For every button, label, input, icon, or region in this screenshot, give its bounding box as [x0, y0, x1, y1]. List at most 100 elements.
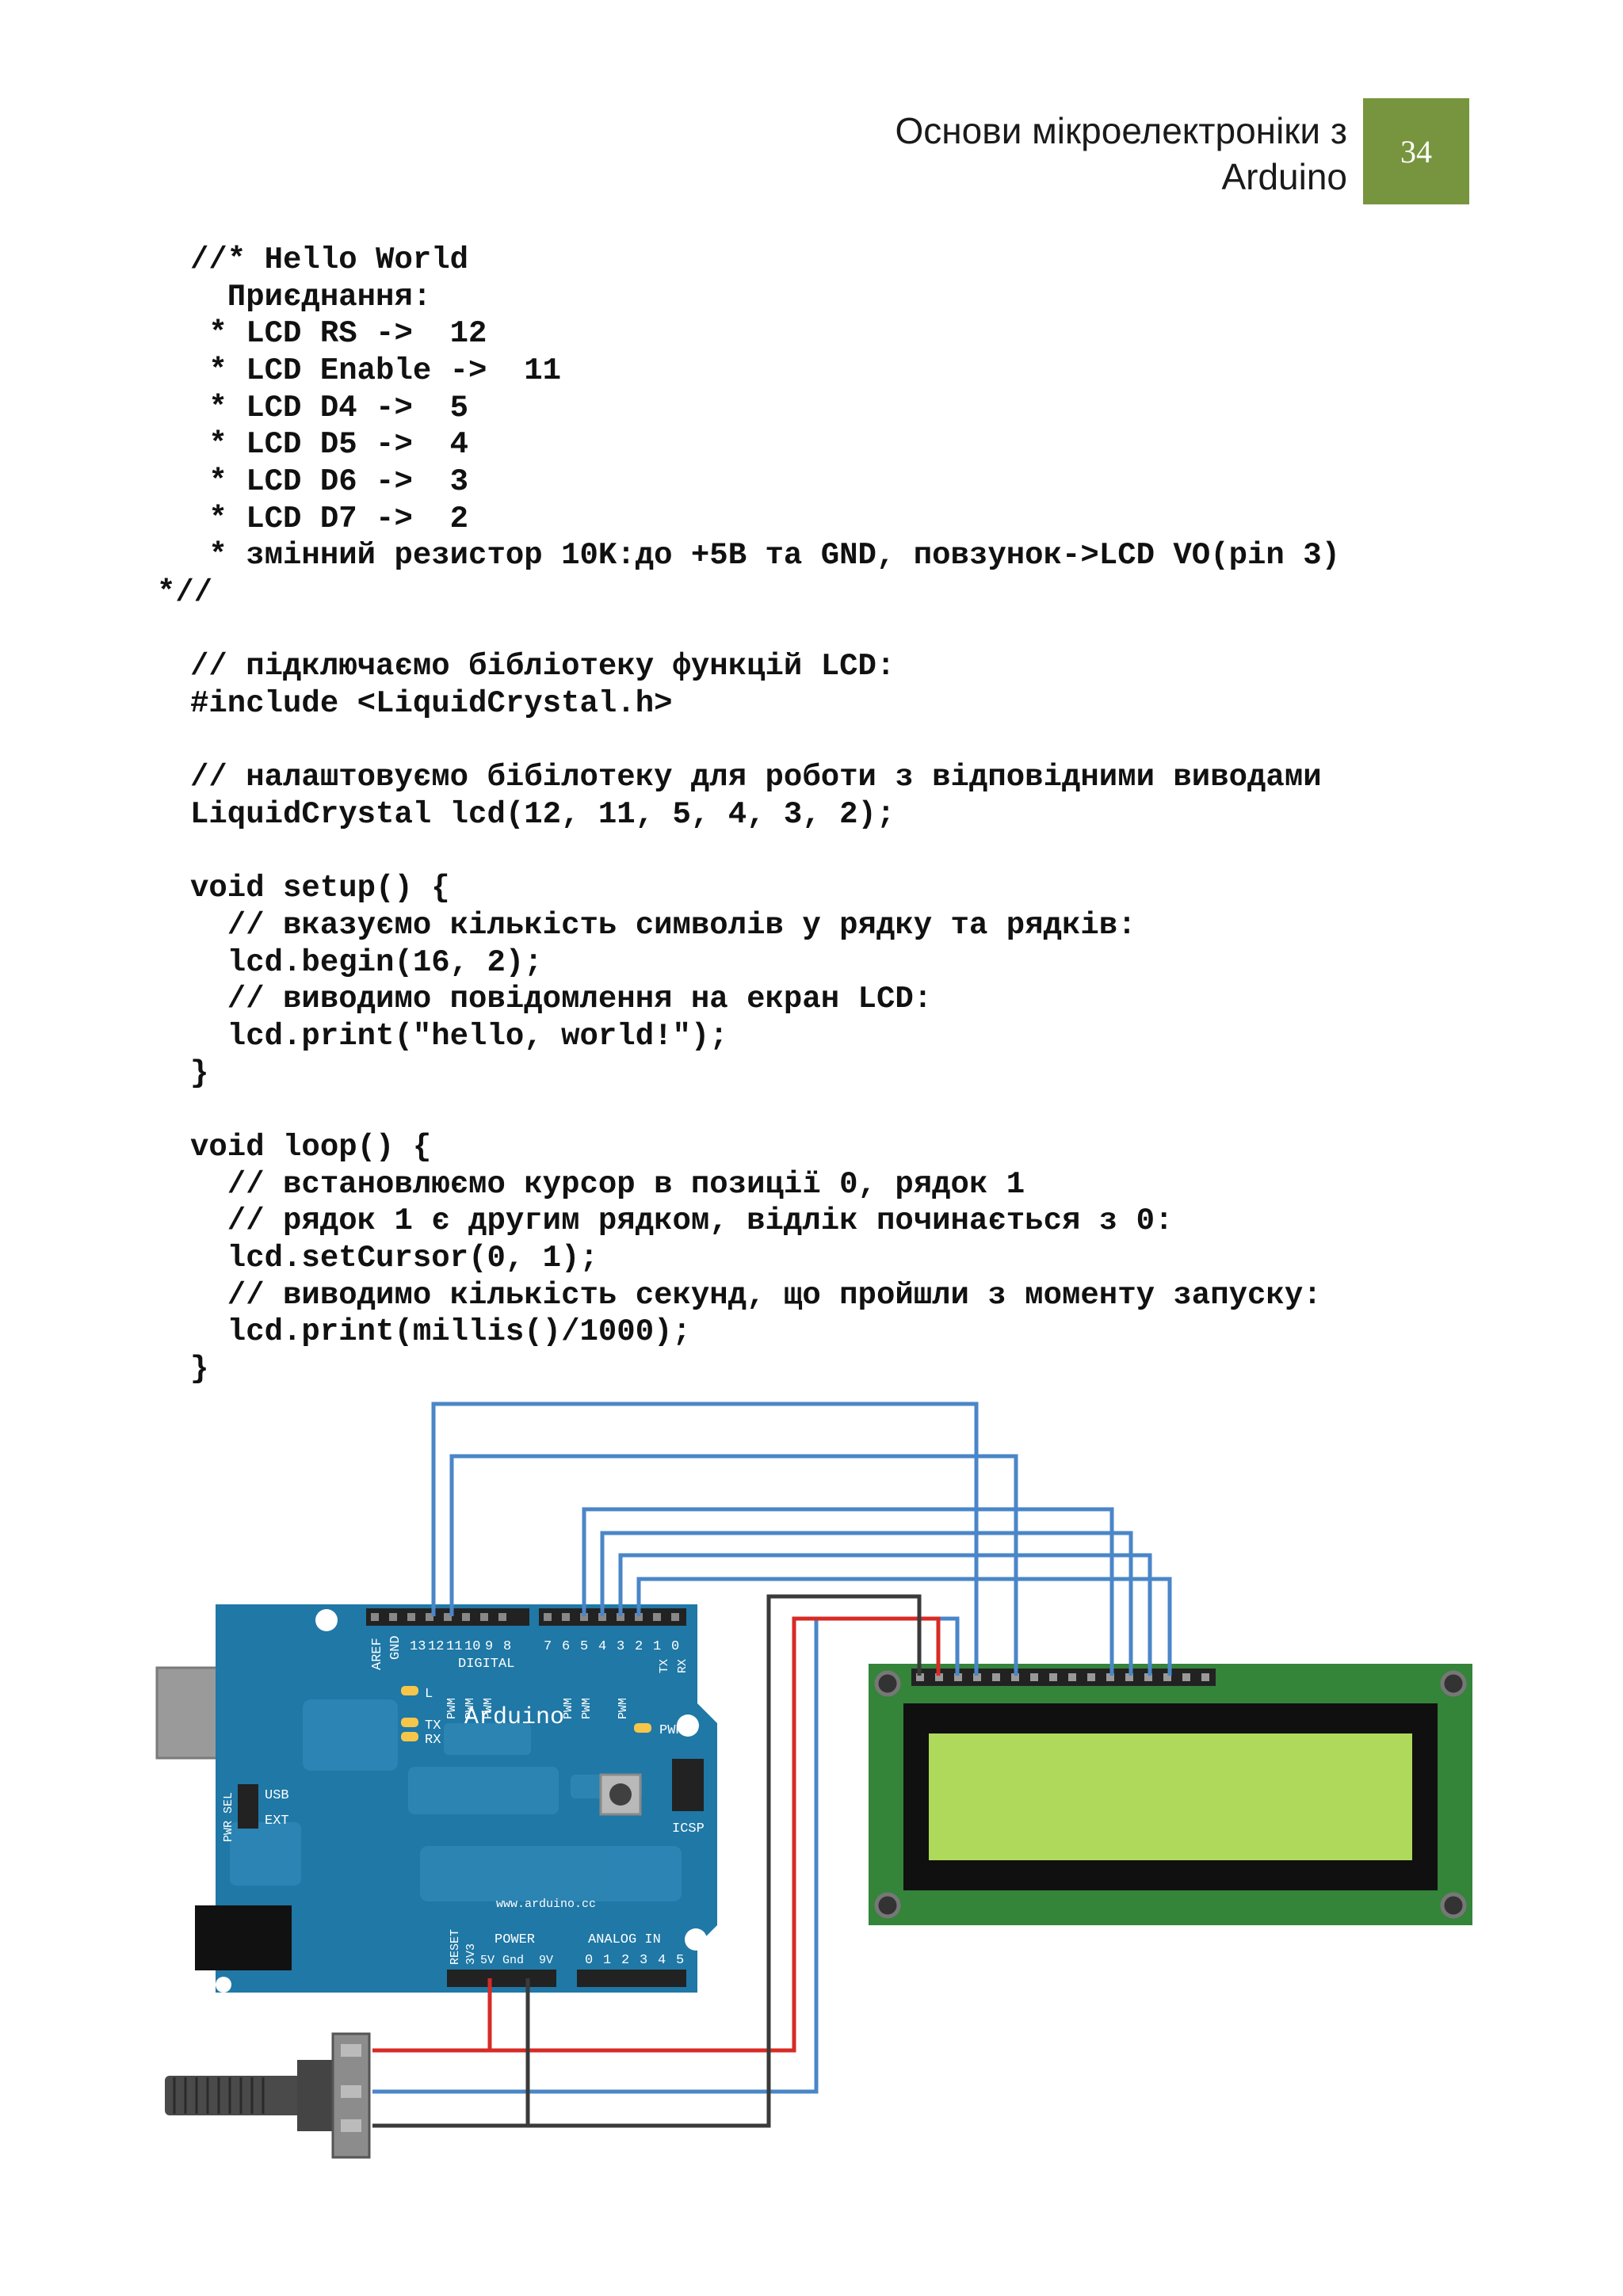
mounting-hole	[685, 1928, 707, 1951]
code-line: lcd.print("hello, world!");	[190, 1019, 728, 1054]
reset-button-cap	[609, 1783, 632, 1806]
digital-header-right	[539, 1608, 686, 1626]
lcd-mount-hole	[1440, 1670, 1467, 1697]
pin-label-2: 2	[635, 1639, 643, 1654]
lcd-screen	[929, 1733, 1412, 1860]
code-line: * LCD D6 -> 3	[190, 464, 469, 499]
ext-label: EXT	[265, 1814, 289, 1829]
pin-label-8: 8	[503, 1639, 511, 1654]
mounting-hole	[216, 1977, 231, 1993]
wire-5v-lcd	[372, 1616, 941, 2053]
wire-gnd-lcd	[528, 1594, 922, 2128]
arduino-board: AREF GND 13 12 11 10 9 8 7 6 5 4 3 2 1 0…	[155, 1604, 717, 1993]
code-line: lcd.begin(16, 2);	[190, 945, 543, 980]
digital-label: DIGITAL	[458, 1657, 514, 1672]
gnd-label: Gnd	[502, 1954, 524, 1967]
icsp-header	[672, 1759, 704, 1811]
pwr-led-label: PWR	[659, 1723, 684, 1738]
lcd-mount-hole	[874, 1892, 901, 1919]
code-line: void loop() {	[190, 1130, 432, 1165]
lcd-pin-holes	[916, 1673, 1209, 1681]
book-title-line-2: Arduino	[1221, 156, 1347, 197]
pin-label-11: 11	[446, 1639, 462, 1654]
analog-in-label: ANALOG IN	[588, 1932, 661, 1947]
code-line: #include <LiquidCrystal.h>	[190, 686, 673, 721]
wire-d7	[636, 1577, 1172, 1676]
tx-led	[401, 1718, 418, 1727]
pwr-sel-jumper	[238, 1784, 258, 1829]
pin-label-6: 6	[562, 1639, 570, 1654]
analog-pin-2: 2	[621, 1953, 629, 1968]
code-line: }	[190, 1056, 209, 1091]
code-line: * LCD RS -> 12	[190, 316, 487, 351]
potentiometer	[165, 2032, 371, 2159]
code-line: // налаштовуємо бібілотеку для роботи з …	[190, 760, 1322, 795]
tx-led-label: TX	[425, 1718, 441, 1733]
mounting-hole	[315, 1609, 338, 1631]
led-l-label: L	[425, 1687, 433, 1702]
power-jack	[195, 1905, 292, 1970]
code-line: }	[190, 1352, 209, 1386]
pwm-label: PWM	[617, 1698, 630, 1719]
code-line: * LCD Enable -> 11	[190, 353, 562, 388]
code-line: LiquidCrystal lcd(12, 11, 5, 4, 3, 2);	[190, 797, 896, 832]
pwm-label: PWM	[464, 1698, 477, 1719]
pin-label-9: 9	[485, 1639, 493, 1654]
code-line: // вказуємо кількість символів у рядку т…	[190, 908, 1136, 943]
pin-label-1: 1	[653, 1639, 661, 1654]
pot-terminal	[341, 2119, 361, 2132]
pot-nut	[297, 2060, 334, 2131]
digital-pin-holes	[371, 1613, 679, 1621]
wire-d5	[600, 1531, 1133, 1676]
code-line: * LCD D5 -> 4	[190, 427, 469, 462]
wire-d6	[618, 1553, 1152, 1676]
reset-label: RESET	[449, 1929, 462, 1965]
pin-label-5: 5	[580, 1639, 588, 1654]
lcd-pin-header	[911, 1669, 1216, 1686]
code-line: // рядок 1 є другим рядком, відлік почин…	[190, 1203, 1174, 1238]
rx-pin-label: RX	[676, 1659, 689, 1673]
pwm-label: PWM	[445, 1698, 459, 1719]
page-number-badge: 34	[1363, 98, 1469, 204]
usb-label: USB	[265, 1788, 289, 1803]
code-line: void setup() {	[190, 871, 450, 906]
pwr-sel-label: PWR SEL	[222, 1792, 235, 1842]
pin-label-0: 0	[671, 1639, 679, 1654]
pwr-led	[634, 1723, 651, 1733]
code-line: // підключаємо бібліотеку функцій LCD:	[190, 649, 896, 684]
5v-label: 5V	[480, 1954, 495, 1967]
pot-terminal	[341, 2085, 361, 2098]
analog-pin-5: 5	[676, 1953, 684, 1968]
code-line: Приєднання:	[190, 280, 432, 315]
pin-label-3: 3	[617, 1639, 624, 1654]
code-line: // встановлюємо курсор в позиції 0, рядо…	[190, 1167, 1025, 1202]
rx-led	[401, 1732, 418, 1741]
pwm-label: PWM	[482, 1698, 495, 1719]
power-wires	[372, 1616, 941, 2053]
code-line: // виводимо повідомлення на екран LCD:	[190, 982, 933, 1016]
code-line: *//	[157, 575, 213, 610]
book-title-line-1: Основи мікроелектроніки з	[895, 110, 1348, 151]
analog-pin-1: 1	[603, 1953, 611, 1968]
analog-pin-4: 4	[658, 1953, 666, 1968]
wire-enable	[449, 1454, 1018, 1676]
code-line: * LCD D7 -> 2	[190, 502, 469, 536]
code-line: lcd.print(millis()/1000);	[190, 1314, 691, 1349]
pin-label-gnd: GND	[388, 1635, 403, 1660]
code-line: //* Hello World	[190, 242, 469, 277]
icsp-label: ICSP	[672, 1821, 705, 1836]
pin-label-12: 12	[428, 1639, 444, 1654]
website-label: www.arduino.cc	[496, 1897, 596, 1911]
pot-terminal	[341, 2044, 361, 2057]
reset-button[interactable]	[599, 1773, 642, 1816]
ground-wires	[372, 1594, 922, 2128]
code-line: * змінний резистор 10K:до +5В та GND, по…	[190, 538, 1341, 573]
pin-label-13: 13	[410, 1639, 426, 1654]
analog-header	[577, 1970, 686, 1987]
pwm-label: PWM	[562, 1698, 575, 1719]
page-number: 34	[1400, 133, 1432, 170]
rx-led-label: RX	[425, 1733, 441, 1748]
code-line: * LCD D4 -> 5	[190, 391, 469, 425]
lcd-module	[869, 1664, 1472, 1925]
pot-shaft	[165, 2076, 307, 2115]
